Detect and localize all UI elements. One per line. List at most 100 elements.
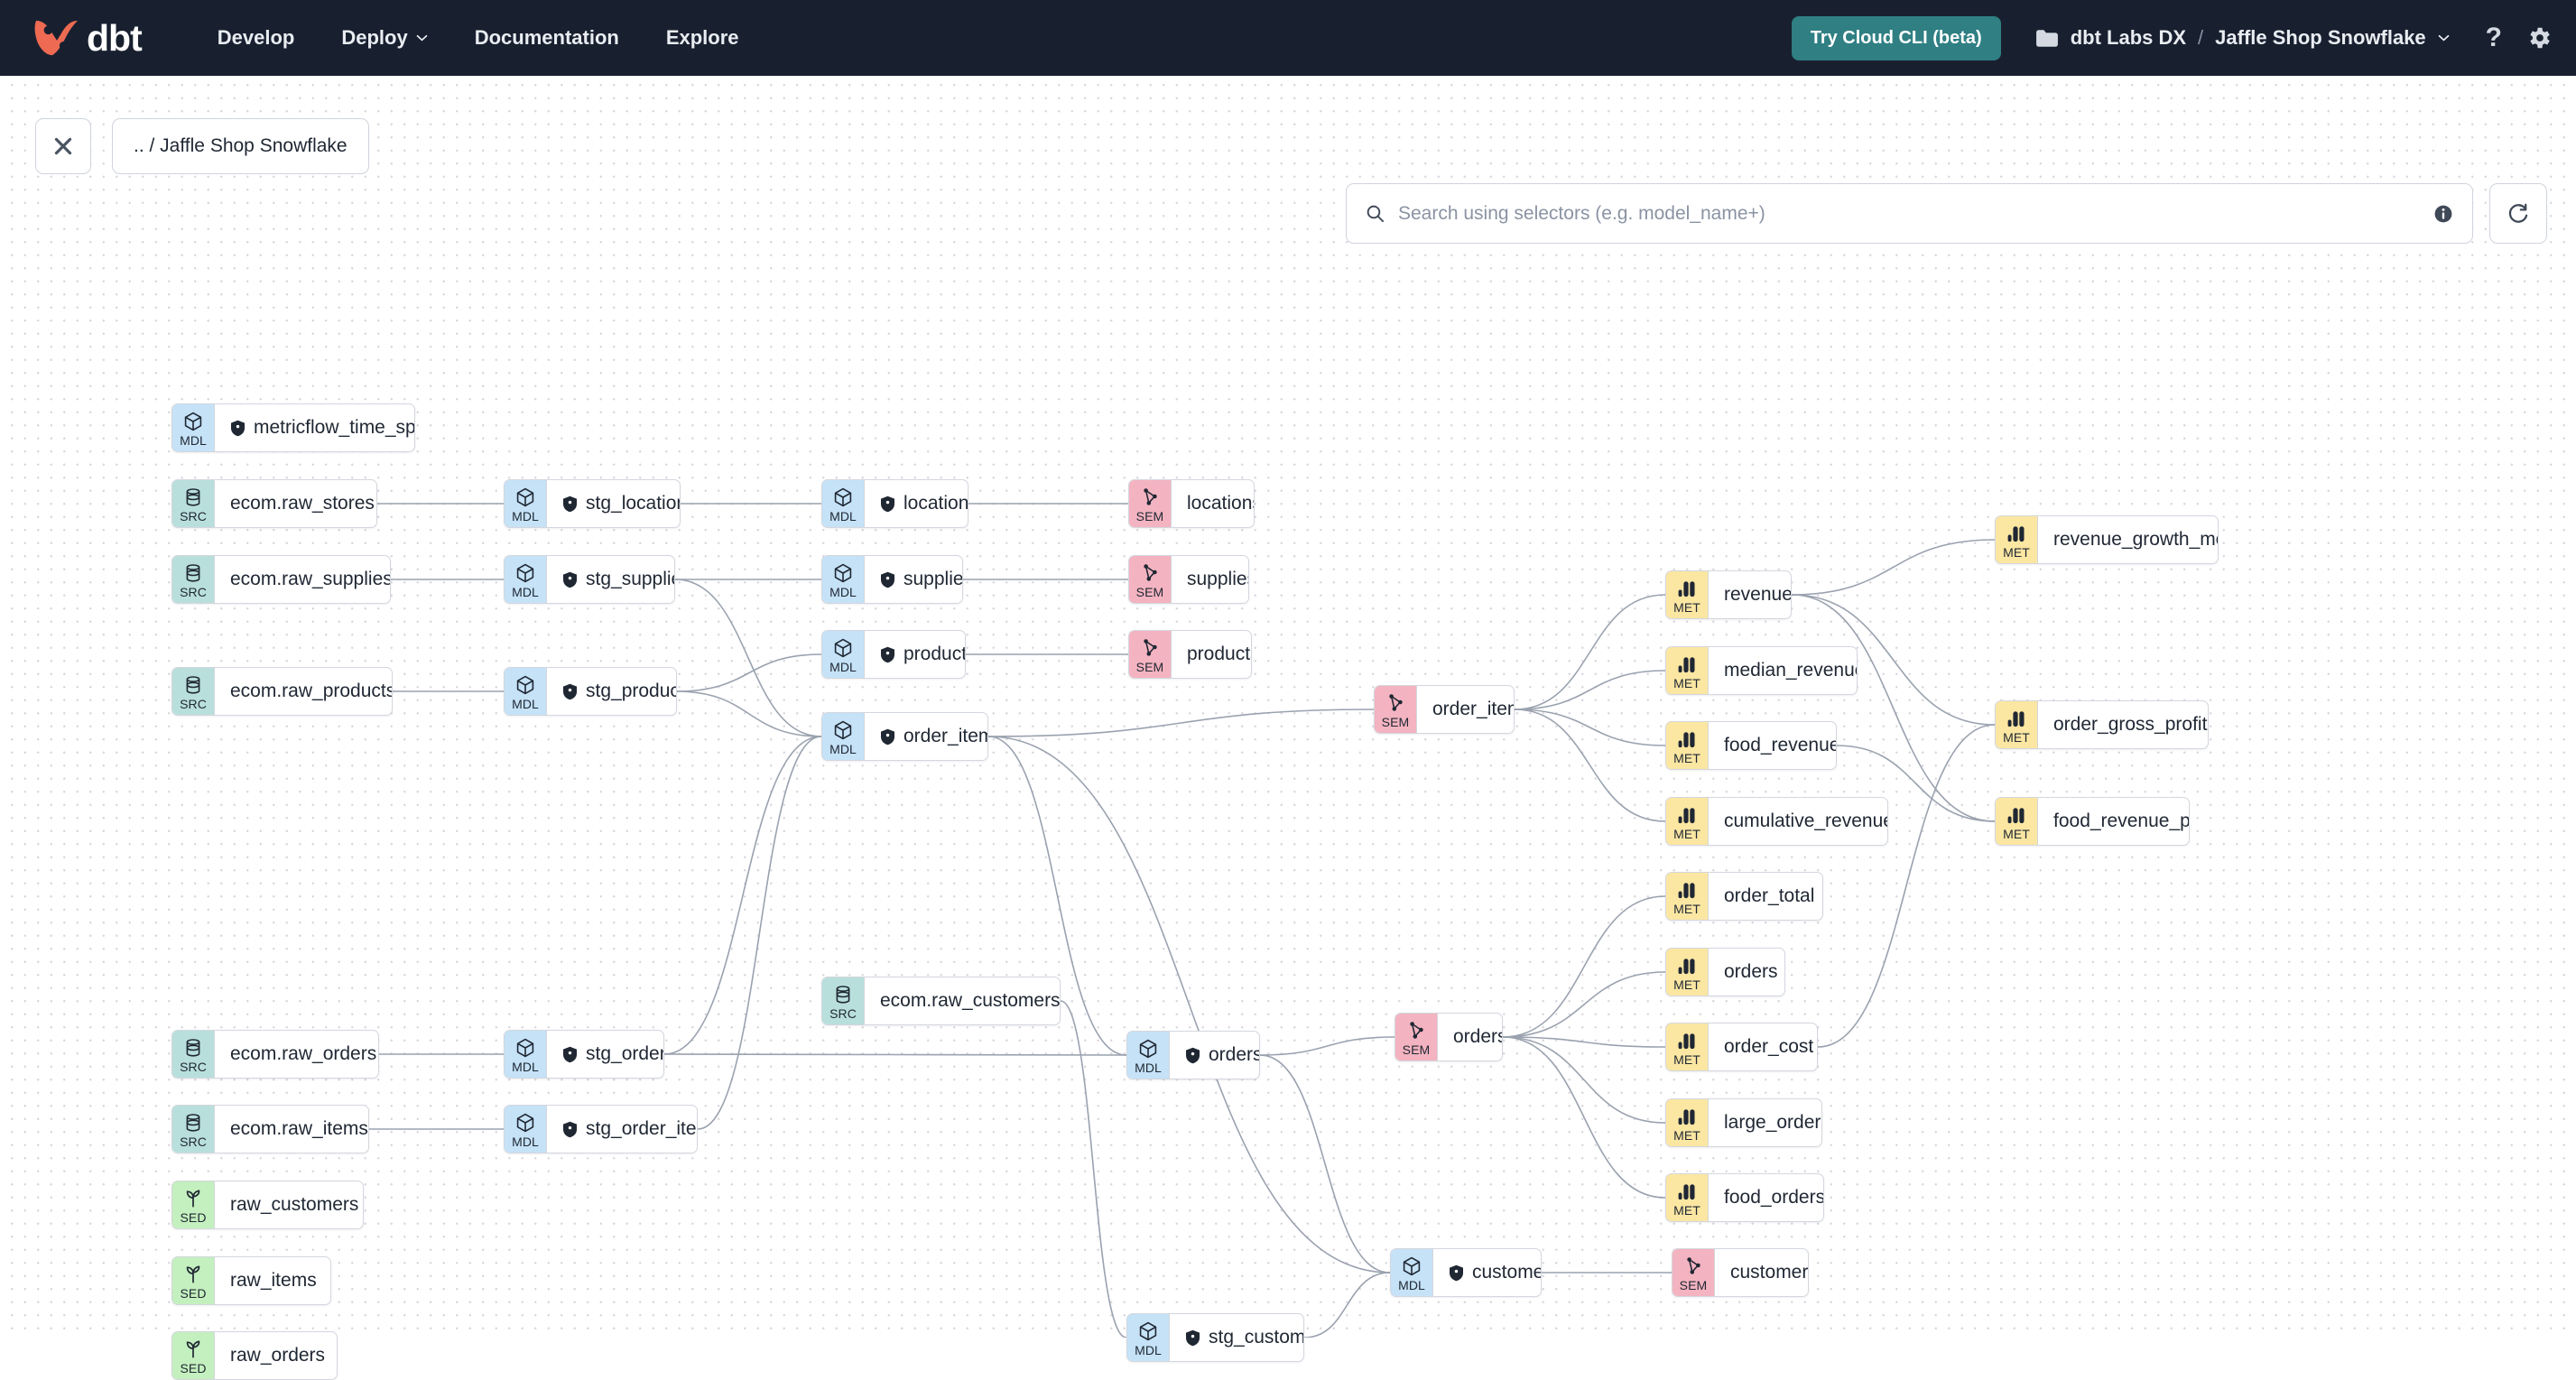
node-type-badge-mdl: MDL bbox=[505, 480, 547, 527]
graph-node-ecom_raw_products[interactable]: SRC ecom.raw_products bbox=[171, 667, 393, 716]
account-project-breadcrumb[interactable]: dbt Labs DX / Jaffle Shop Snowflake bbox=[2035, 26, 2450, 50]
dbt-logo[interactable]: dbt bbox=[31, 16, 143, 59]
node-type-label: MDL bbox=[512, 1060, 539, 1074]
graph-node-sem_supplies[interactable]: SEMsupplies bbox=[1128, 555, 1249, 604]
lineage-edge-order_items-to-sem_order_item bbox=[987, 709, 1375, 737]
node-type-badge-met: MET bbox=[1996, 701, 2038, 748]
node-type-label: MET bbox=[2003, 545, 2030, 560]
node-type-label: MDL bbox=[1135, 1343, 1162, 1357]
node-type-label: SRC bbox=[180, 697, 207, 711]
lineage-edge-sem_orders-to-met_orders bbox=[1502, 971, 1666, 1038]
node-label-wrap: order_total bbox=[1709, 873, 1822, 920]
node-type-label: MDL bbox=[512, 509, 539, 523]
node-name: ecom.raw_items bbox=[230, 1118, 368, 1139]
info-icon[interactable] bbox=[2432, 203, 2454, 225]
node-type-badge-mdl: MDL bbox=[505, 1031, 547, 1078]
node-label-wrap: stg_order_items bbox=[547, 1106, 697, 1153]
cube-icon bbox=[516, 487, 534, 507]
nav-link-documentation-label: Documentation bbox=[474, 26, 619, 49]
bar-chart-icon bbox=[1678, 1109, 1695, 1125]
graph-node-raw_customers[interactable]: SED raw_customers bbox=[171, 1181, 364, 1229]
lineage-edge-met_revenue-to-met_revenue_growth_mom bbox=[1791, 539, 1996, 596]
primary-nav-links: Develop Deploy Documentation Explore bbox=[194, 26, 763, 50]
gear-icon[interactable] bbox=[2525, 24, 2553, 51]
node-name: raw_customers bbox=[230, 1194, 359, 1215]
refresh-button[interactable] bbox=[2489, 183, 2547, 244]
node-type-badge-met: MET bbox=[1666, 722, 1709, 769]
cube-icon bbox=[834, 487, 852, 507]
node-label-wrap: orders bbox=[1438, 1014, 1502, 1060]
node-type-badge-sed: SED bbox=[172, 1181, 215, 1228]
search-input[interactable] bbox=[1398, 202, 2432, 225]
help-icon[interactable]: ? bbox=[2485, 23, 2502, 52]
cube-icon bbox=[184, 412, 202, 431]
lineage-edge-stg_orders-to-order_items bbox=[663, 736, 822, 1055]
node-name: order_gross_profit bbox=[2053, 714, 2208, 735]
graph-node-sem_customers[interactable]: SEMcustomers bbox=[1672, 1248, 1809, 1297]
graph-breadcrumb-chip[interactable]: .. / Jaffle Shop Snowflake bbox=[112, 118, 369, 174]
lineage-canvas[interactable]: .. / Jaffle Shop Snowflake MDLmetricflow… bbox=[0, 76, 2576, 1380]
nav-link-explore[interactable]: Explore bbox=[643, 26, 763, 50]
close-button[interactable] bbox=[35, 118, 91, 174]
graph-node-products[interactable]: MDLproducts bbox=[821, 630, 966, 679]
node-name: food_orders bbox=[1724, 1187, 1824, 1208]
lineage-edge-stg_order_items-to-order_items bbox=[697, 736, 822, 1130]
graph-node-sem_products[interactable]: SEMproducts bbox=[1128, 630, 1252, 679]
graph-node-locations[interactable]: MDLlocations bbox=[821, 479, 968, 528]
graph-node-ecom_raw_items[interactable]: SRC ecom.raw_items bbox=[171, 1105, 369, 1153]
graph-node-customers_mdl[interactable]: MDLcustomers bbox=[1390, 1248, 1542, 1297]
lineage-edge-sem_order_item-to-met_median_revenue bbox=[1514, 670, 1666, 710]
node-label-wrap: locations bbox=[1172, 480, 1254, 527]
try-cloud-cli-button[interactable]: Try Cloud CLI (beta) bbox=[1791, 15, 2001, 60]
nav-link-documentation[interactable]: Documentation bbox=[451, 26, 643, 50]
nav-link-develop[interactable]: Develop bbox=[194, 26, 319, 50]
folder-icon bbox=[2035, 29, 2058, 47]
search-box[interactable] bbox=[1346, 183, 2473, 244]
graph-node-supplies[interactable]: MDLsupplies bbox=[821, 555, 963, 604]
node-name: stg_products bbox=[586, 681, 676, 701]
node-type-badge-mdl: MDL bbox=[822, 631, 865, 678]
semantic-network-icon bbox=[1144, 488, 1157, 505]
node-type-badge-sem: SEM bbox=[1129, 631, 1172, 678]
node-name: ecom.raw_supplies bbox=[230, 569, 391, 589]
graph-node-met_order_gross_profit[interactable]: MET order_gross_profit bbox=[1995, 700, 2209, 749]
dbt-logo-text: dbt bbox=[87, 16, 143, 59]
node-type-badge-src: SRC bbox=[172, 1106, 215, 1153]
node-name: ecom.raw_orders bbox=[230, 1043, 377, 1064]
node-type-badge-src: SRC bbox=[172, 668, 215, 715]
node-label-wrap: products bbox=[1172, 631, 1251, 678]
node-label-wrap: ecom.raw_products bbox=[215, 668, 392, 715]
database-icon bbox=[186, 676, 200, 694]
nav-link-deploy[interactable]: Deploy bbox=[318, 26, 450, 50]
shield-check-icon bbox=[1186, 1047, 1200, 1063]
